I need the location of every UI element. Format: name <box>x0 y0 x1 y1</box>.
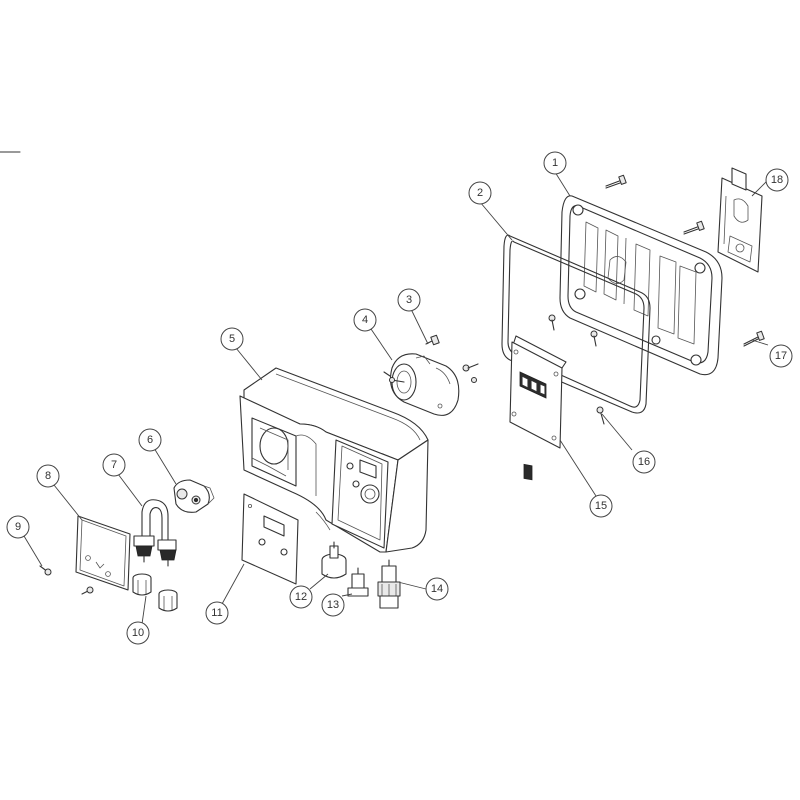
callout-1: 1 <box>543 151 567 175</box>
callout-5-label: 5 <box>229 333 235 345</box>
screw-lower-left <box>81 586 94 595</box>
callout-2: 2 <box>468 181 492 205</box>
callout-17: 17 <box>769 344 793 368</box>
screw-top-2 <box>683 220 705 235</box>
callout-3: 3 <box>397 288 421 312</box>
callout-8: 8 <box>36 464 60 488</box>
callout-9-label: 9 <box>15 521 21 533</box>
callout-18-label: 18 <box>771 174 783 186</box>
part-4-motor <box>383 353 460 416</box>
part-6-pump-rotor <box>173 479 215 513</box>
part-9-screw <box>39 565 52 576</box>
callout-11-label: 11 <box>211 607 222 619</box>
part-12-knob <box>321 541 347 579</box>
part-18-wall-bracket <box>717 167 763 273</box>
part-5-front-housing <box>239 367 429 553</box>
callout-10-label: 10 <box>132 627 144 639</box>
part-15-circuit-board <box>509 335 567 481</box>
callout-5: 5 <box>220 327 244 351</box>
callout-8-label: 8 <box>45 470 51 482</box>
callout-14-label: 14 <box>431 583 443 595</box>
part-13-small-fitting <box>347 567 369 597</box>
callout-13-label: 13 <box>327 599 339 611</box>
callout-4-label: 4 <box>362 314 368 326</box>
part-14-cable-gland <box>377 559 401 609</box>
callouts: 1 2 3 4 5 6 7 8 <box>6 151 793 645</box>
callout-11: 11 <box>205 601 229 625</box>
part-1-rear-housing <box>559 195 723 376</box>
part-2-gasket <box>501 234 651 414</box>
callout-4: 4 <box>353 308 377 332</box>
callout-13: 13 <box>321 593 345 617</box>
leader-lines <box>23 171 769 625</box>
callout-15: 15 <box>589 494 613 518</box>
screw-16 <box>596 406 605 425</box>
screw-17 <box>743 330 765 347</box>
callout-3-label: 3 <box>406 294 412 306</box>
callout-16: 16 <box>632 450 656 474</box>
callout-2-label: 2 <box>477 187 483 199</box>
part-7-tube <box>133 499 177 567</box>
screw-pcb-2 <box>590 330 598 347</box>
callout-15-label: 15 <box>595 500 607 512</box>
screw-mid-2 <box>471 377 477 383</box>
callout-1-label: 1 <box>552 157 558 169</box>
part-10-fittings <box>132 573 178 612</box>
callout-12-label: 12 <box>295 591 307 603</box>
callout-7-label: 7 <box>111 459 117 471</box>
screw-pcb-1 <box>548 314 556 331</box>
callout-18: 18 <box>765 168 789 192</box>
screw-set <box>425 174 765 425</box>
callout-10: 10 <box>126 621 150 645</box>
screw-top-1 <box>605 174 627 189</box>
callout-17-label: 17 <box>775 350 787 362</box>
callout-14: 14 <box>425 577 449 601</box>
callout-7: 7 <box>102 453 126 477</box>
part-8-cover-plate <box>75 515 131 591</box>
part-11-label-panel <box>241 493 299 585</box>
callout-16-label: 16 <box>638 456 650 468</box>
callout-6-label: 6 <box>147 434 153 446</box>
callout-12: 12 <box>289 585 313 609</box>
screw-mid-1 <box>462 363 479 372</box>
callout-6: 6 <box>138 428 162 452</box>
callout-9: 9 <box>6 515 30 539</box>
